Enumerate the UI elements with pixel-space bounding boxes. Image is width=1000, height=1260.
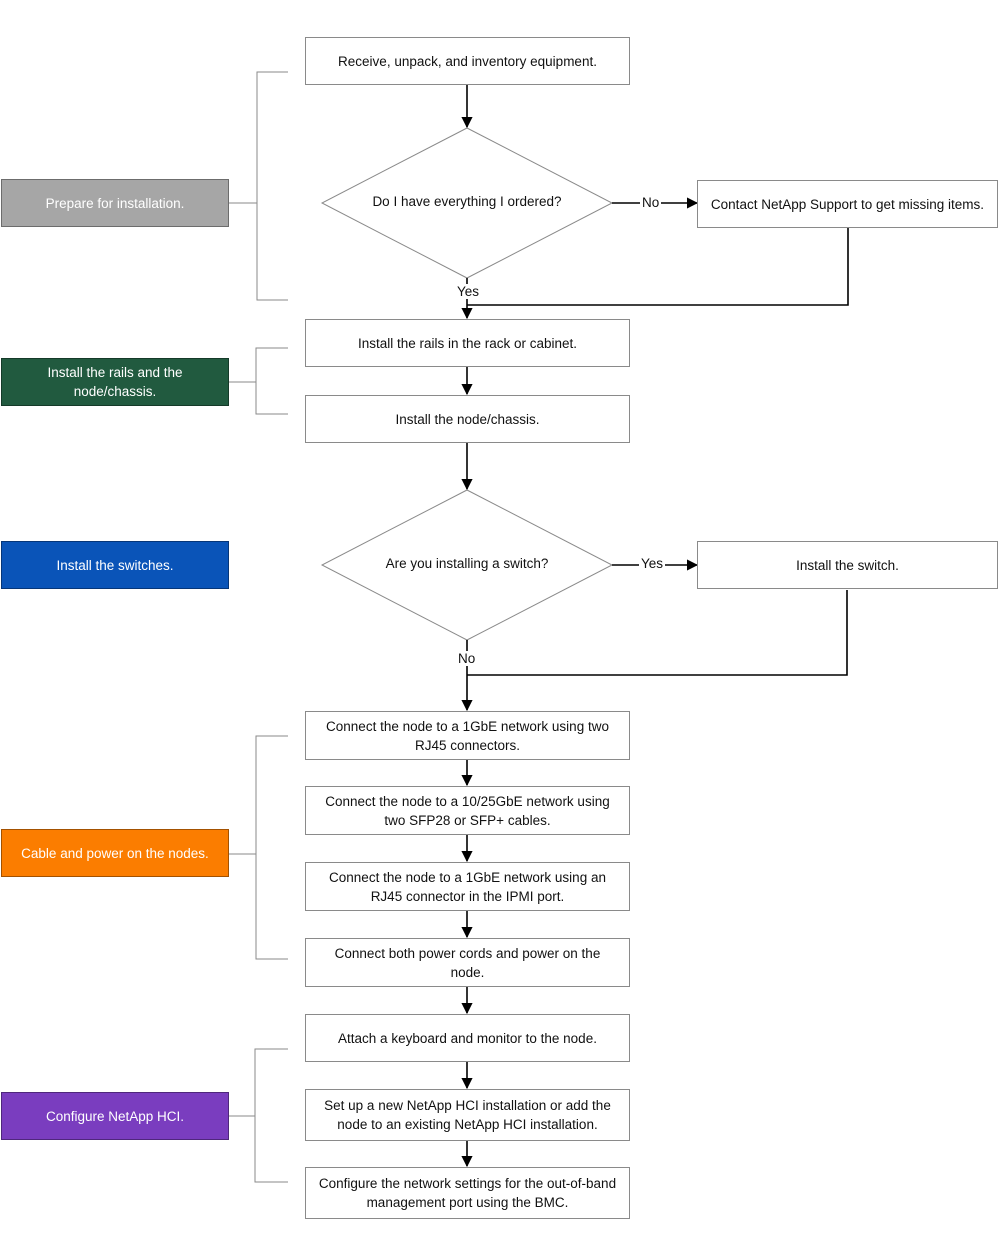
step-connect-power: Connect both power cords and power on th… (305, 938, 630, 987)
step-contact-support: Contact NetApp Support to get missing it… (697, 180, 998, 228)
edge-label-switch-no: No (456, 651, 478, 666)
step-install-node: Install the node/chassis. (305, 395, 630, 443)
phase-cable: Cable and power on the nodes. (1, 829, 229, 877)
step-attach-keyboard: Attach a keyboard and monitor to the nod… (305, 1014, 630, 1062)
step-receive: Receive, unpack, and inventory equipment… (305, 37, 630, 85)
decision-switch-label: Are you installing a switch? (385, 556, 549, 571)
phase-rails: Install the rails and the node/chassis. (1, 358, 229, 406)
edge-label-switch-yes: Yes (639, 556, 666, 571)
phase-configure: Configure NetApp HCI. (1, 1092, 229, 1140)
step-connect-25gbe: Connect the node to a 10/25GbE network u… (305, 786, 630, 835)
phase-prepare: Prepare for installation. (1, 179, 229, 227)
decision-ordered-label: Do I have everything I ordered? (372, 194, 562, 209)
bracket-rails (229, 347, 288, 415)
bracket-prepare (229, 71, 288, 301)
edge-label-ordered-yes: Yes (455, 284, 482, 299)
bracket-configure (229, 1048, 288, 1183)
step-connect-ipmi: Connect the node to a 1GbE network using… (305, 862, 630, 911)
step-setup-hci: Set up a new NetApp HCI installation or … (305, 1089, 630, 1141)
step-install-rails: Install the rails in the rack or cabinet… (305, 319, 630, 367)
bracket-cable (229, 735, 288, 960)
step-configure-bmc: Configure the network settings for the o… (305, 1167, 630, 1219)
line-support-return (467, 228, 849, 306)
step-install-switch: Install the switch. (697, 541, 998, 589)
step-connect-1gbe: Connect the node to a 1GbE network using… (305, 711, 630, 760)
edge-label-ordered-no: No (640, 195, 662, 210)
phase-switches: Install the switches. (1, 541, 229, 589)
line-switch-return (467, 590, 848, 676)
